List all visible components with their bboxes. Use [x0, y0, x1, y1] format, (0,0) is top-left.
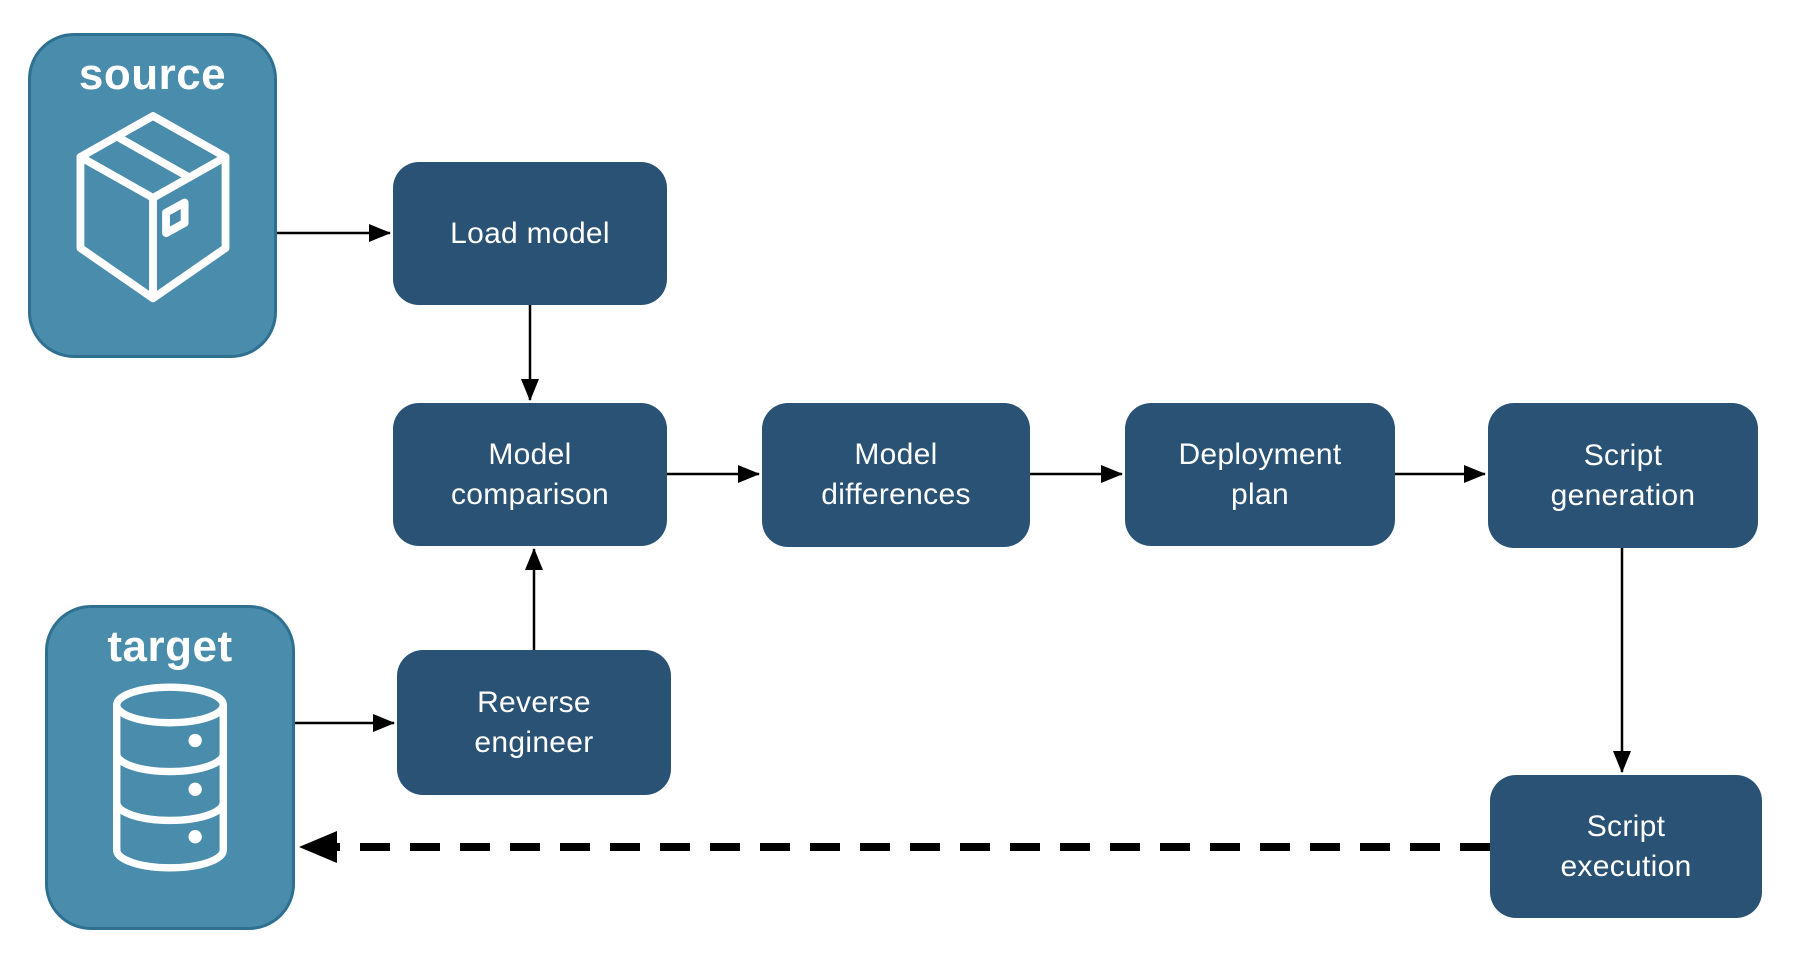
node-label: Deployment plan	[1178, 437, 1342, 511]
database-icon	[113, 683, 227, 872]
endpoint-target: target	[45, 605, 295, 930]
node-script-execution: Script execution	[1490, 775, 1762, 918]
node-label: Script execution	[1560, 809, 1692, 883]
node-label: Reverse engineer	[474, 685, 594, 759]
node-deployment-plan: Deployment plan	[1125, 403, 1395, 546]
node-label: Load model	[450, 216, 610, 250]
node-label: Model differences	[821, 438, 971, 511]
node-label: Model comparison	[450, 437, 610, 511]
package-icon	[76, 112, 229, 303]
target-label: target	[107, 622, 233, 671]
node-load-model: Load model	[393, 162, 667, 305]
source-label: source	[78, 50, 227, 99]
node-reverse-engineer: Reverse engineer	[397, 650, 671, 795]
node-script-generation: Script generation	[1488, 403, 1758, 548]
node-model-differences: Model differences	[762, 403, 1030, 547]
endpoint-source: source	[28, 33, 277, 358]
node-label: Script generation	[1550, 438, 1696, 512]
node-model-comparison: Model comparison	[393, 403, 667, 546]
